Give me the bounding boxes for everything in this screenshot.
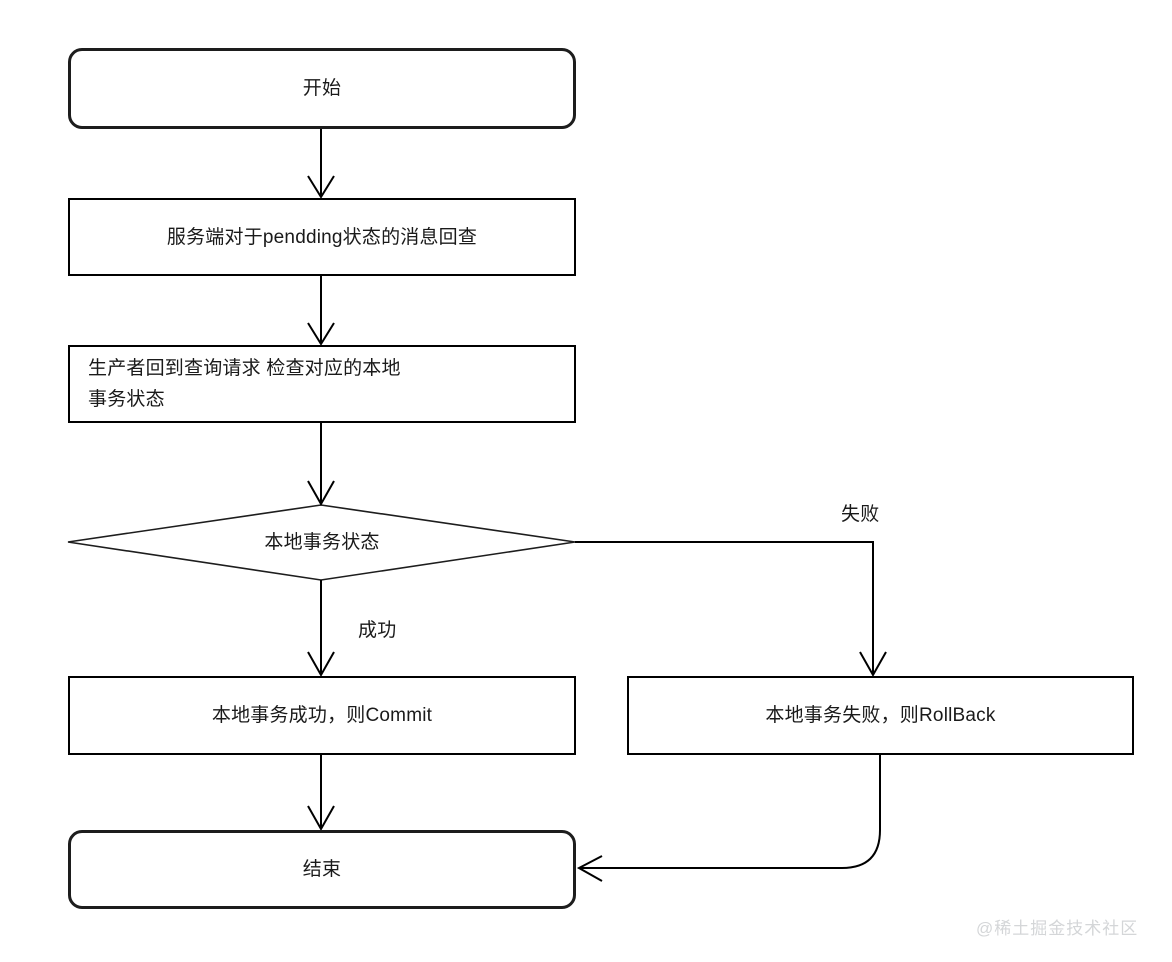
node-rollback-label: 本地事务失败，则RollBack (765, 705, 996, 726)
node-server-callback[interactable]: 服务端对于pendding状态的消息回查 (68, 198, 576, 276)
node-server-callback-label: 服务端对于pendding状态的消息回查 (166, 226, 478, 248)
node-decision-label: 本地事务状态 (264, 532, 380, 553)
node-rollback[interactable]: 本地事务失败，则RollBack (627, 676, 1134, 755)
node-start[interactable]: 开始 (68, 48, 576, 129)
node-end-label: 结束 (302, 859, 342, 880)
edge-callback-check (307, 275, 335, 346)
watermark: @稀土掘金技术社区 (976, 919, 1139, 938)
node-producer-check[interactable]: 生产者回到查询请求 检查对应的本地 事务状态 (68, 345, 576, 423)
node-commit[interactable]: 本地事务成功，则Commit (68, 676, 576, 755)
node-start-label: 开始 (302, 78, 342, 99)
edge-commit-end (307, 755, 335, 832)
edge-start-callback (307, 128, 335, 199)
node-decision[interactable]: 本地事务状态 (68, 505, 576, 581)
edge-decision-rollback (575, 541, 887, 678)
edge-label-failure: 失败 (841, 504, 880, 525)
edge-rollback-end (576, 755, 881, 882)
edge-label-success: 成功 (358, 620, 397, 641)
edge-decision-commit (307, 580, 335, 678)
node-commit-label: 本地事务成功，则Commit (211, 705, 433, 726)
node-producer-check-label: 生产者回到查询请求 检查对应的本地 事务状态 (88, 358, 401, 410)
node-end[interactable]: 结束 (68, 830, 576, 909)
edge-check-decision (307, 422, 335, 507)
